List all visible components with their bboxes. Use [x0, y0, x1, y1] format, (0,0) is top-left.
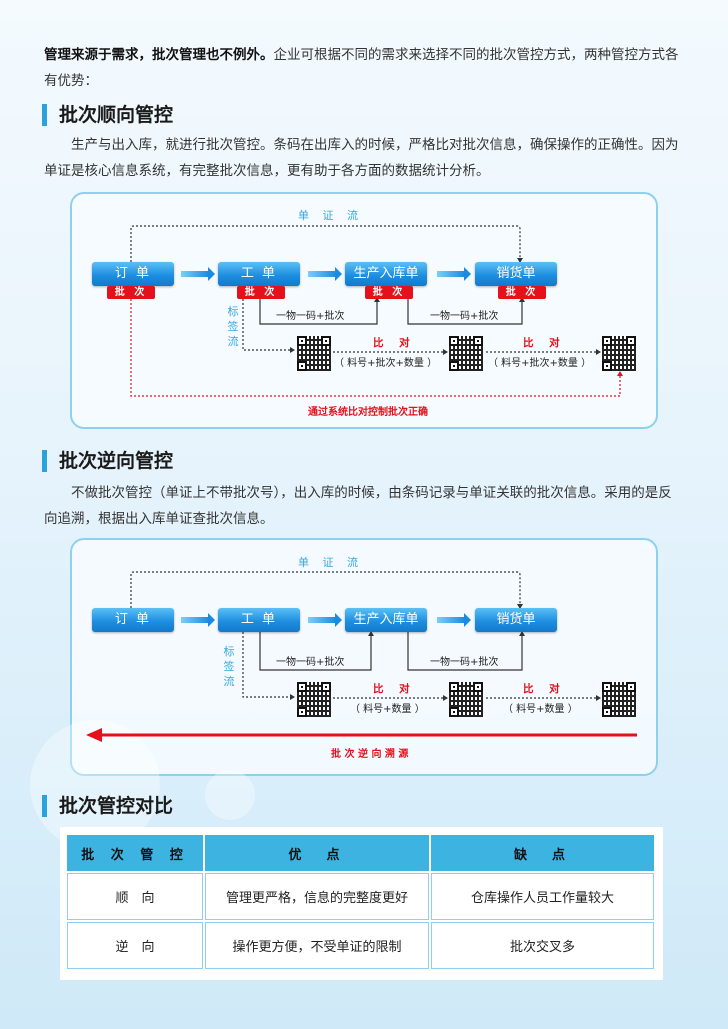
production-receipt-box: 生产入库单	[345, 608, 427, 632]
table-row: 顺 向 管理更严格，信息的完整度更好 仓库操作人员工作量较大	[67, 873, 654, 920]
link-line	[259, 299, 378, 325]
table-cell: 顺 向	[67, 873, 203, 920]
section-para-forward: 生产与出入库，就进行批次管控。条码在出库入的时候，严格比对批次信息，确保操作的正…	[44, 137, 679, 179]
qr-code-icon	[297, 682, 331, 717]
label-flow-label: 标签流	[227, 305, 239, 348]
compare-label: 比 对	[373, 683, 416, 695]
qr-code-icon	[449, 336, 483, 371]
compare-label: 比 对	[373, 337, 416, 349]
intro-text: 企业可根据不同的需求来选择不同的批次管控方式，两种管控方式各有优势：	[44, 47, 679, 89]
table-cell: 操作更方便，不受单证的限制	[205, 922, 429, 969]
order-box: 订 单	[92, 608, 174, 632]
compare-fields: （ 料号+批次+数量 ）	[334, 358, 438, 369]
compare-label: 比 对	[523, 683, 566, 695]
label-flow-line	[242, 632, 290, 698]
compare-fields: （ 料号+批次+数量 ）	[488, 358, 592, 369]
footer-note: 批 次 逆 向 溯 源	[331, 749, 409, 760]
link-label: 一物一码+批次	[276, 311, 345, 322]
doc-flow-line	[130, 225, 521, 262]
sales-box: 销货单	[475, 608, 557, 632]
intro-paragraph: 管理来源于需求，批次管理也不例外。企业可根据不同的需求来选择不同的批次管控方式，…	[44, 42, 684, 94]
label-flow-label: 标签流	[223, 645, 235, 688]
batch-tag: 批 次	[498, 286, 546, 299]
table-row: 逆 向 操作更方便，不受单证的限制 批次交叉多	[67, 922, 654, 969]
arrow-right-icon	[437, 267, 471, 281]
qr-code-icon	[602, 682, 636, 717]
section-title-reverse: 批次逆向管控	[42, 450, 173, 472]
work-order-box: 工 单	[218, 608, 300, 632]
section-para-reverse: 不做批次管控（单证上不带批次号），出入库的时候，由条码记录与单证关联的批次信息。…	[44, 485, 672, 527]
link-label: 一物一码+批次	[430, 657, 499, 668]
decor-bubble	[205, 770, 255, 820]
batch-tag: 批 次	[107, 286, 155, 299]
table-header: 批 次 管 控	[67, 835, 203, 871]
forward-diagram	[70, 192, 658, 429]
table-header-row: 批 次 管 控 优 点 缺 点	[67, 835, 654, 871]
compare-fields: （ 料号+数量 ）	[350, 704, 425, 715]
table-cell: 逆 向	[67, 922, 203, 969]
qr-code-icon	[297, 336, 331, 371]
order-box: 订 单	[92, 262, 174, 286]
qr-code-icon	[449, 682, 483, 717]
link-line	[407, 632, 523, 671]
arrow-right-icon	[308, 613, 342, 627]
intro-bold: 管理来源于需求，批次管理也不例外。	[44, 47, 274, 63]
comparison-panel: 批 次 管 控 优 点 缺 点 顺 向 管理更严格，信息的完整度更好 仓库操作人…	[60, 827, 663, 980]
batch-tag: 批 次	[237, 286, 285, 299]
doc-flow-line	[130, 571, 521, 608]
link-line	[259, 632, 372, 671]
arrow-right-icon	[308, 267, 342, 281]
label-flow-line	[242, 299, 290, 351]
table-cell: 管理更严格，信息的完整度更好	[205, 873, 429, 920]
work-order-box: 工 单	[218, 262, 300, 286]
sales-box: 销货单	[475, 262, 557, 286]
doc-flow-label: 单 证 流	[298, 556, 363, 569]
footer-note: 通过系统比对控制批次正确	[308, 407, 428, 418]
link-line	[407, 299, 523, 325]
section-title-compare: 批次管控对比	[42, 795, 173, 817]
table-cell: 仓库操作人员工作量较大	[431, 873, 654, 920]
compare-fields: （ 料号+数量 ）	[503, 704, 578, 715]
table-cell: 批次交叉多	[431, 922, 654, 969]
arrow-right-icon	[181, 267, 215, 281]
arrow-right-icon	[181, 613, 215, 627]
comparison-table: 批 次 管 控 优 点 缺 点 顺 向 管理更严格，信息的完整度更好 仓库操作人…	[65, 833, 656, 971]
link-label: 一物一码+批次	[430, 311, 499, 322]
system-compare-line	[130, 299, 621, 397]
doc-flow-label: 单 证 流	[298, 209, 363, 222]
batch-tag: 批 次	[365, 286, 413, 299]
table-header: 缺 点	[431, 835, 654, 871]
arrow-right-icon	[437, 613, 471, 627]
qr-code-icon	[602, 336, 636, 371]
compare-label: 比 对	[523, 337, 566, 349]
section-title-forward: 批次顺向管控	[42, 104, 173, 126]
table-header: 优 点	[205, 835, 429, 871]
production-receipt-box: 生产入库单	[345, 262, 427, 286]
link-label: 一物一码+批次	[276, 657, 345, 668]
